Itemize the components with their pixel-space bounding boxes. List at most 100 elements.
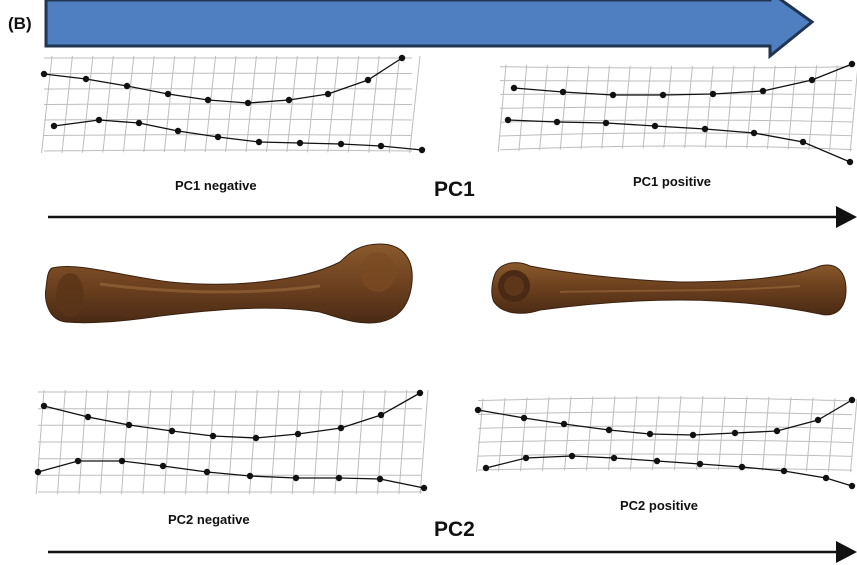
grid-line xyxy=(675,396,682,470)
landmark-point xyxy=(297,140,303,146)
banner-arrow xyxy=(46,0,812,56)
landmark-point xyxy=(760,88,766,94)
landmark-point xyxy=(561,421,567,427)
grid-line xyxy=(478,468,852,470)
landmark-point xyxy=(847,159,853,165)
landmark-point xyxy=(253,435,259,441)
landmark-point xyxy=(325,91,331,97)
landmark-point xyxy=(75,458,81,464)
landmark-point xyxy=(560,89,566,95)
grid-line xyxy=(500,107,852,108)
landmark-point xyxy=(160,463,166,469)
landmark-point xyxy=(511,85,517,91)
landmark-point xyxy=(336,475,342,481)
landmark-point xyxy=(606,427,612,433)
landmark-curve xyxy=(508,120,850,162)
bone-image-right xyxy=(492,263,846,315)
landmark-point xyxy=(215,134,221,140)
landmark-point xyxy=(247,473,253,479)
grid-line xyxy=(565,397,572,471)
grid-line xyxy=(697,396,704,470)
grid-line xyxy=(741,397,748,471)
landmark-point xyxy=(165,91,171,97)
landmark-point xyxy=(51,123,57,129)
landmark-point xyxy=(41,403,47,409)
bone-image-left xyxy=(46,244,413,323)
grid-line xyxy=(44,104,412,105)
landmark-point xyxy=(523,455,529,461)
landmark-point xyxy=(815,417,821,423)
landmark-point xyxy=(421,485,427,491)
landmark-point xyxy=(849,61,855,67)
landmark-curve xyxy=(38,461,424,488)
grid-line xyxy=(851,399,857,472)
landmark-point xyxy=(419,147,425,153)
grid-line xyxy=(763,397,770,471)
landmark-point xyxy=(378,412,384,418)
grid-line xyxy=(587,396,594,470)
grid-line xyxy=(785,397,792,471)
landmark-point xyxy=(41,71,47,77)
pc2-title: PC2 xyxy=(434,518,475,542)
landmark-point xyxy=(781,468,787,474)
landmark-point xyxy=(204,469,210,475)
landmark-point xyxy=(169,428,175,434)
landmark-point xyxy=(774,428,780,434)
landmark-curve xyxy=(478,400,852,435)
landmark-point xyxy=(697,461,703,467)
grid-line xyxy=(500,67,852,68)
grid-line xyxy=(478,412,852,415)
landmark-point xyxy=(710,91,716,97)
landmark-point xyxy=(521,415,527,421)
landmark-point xyxy=(338,425,344,431)
landmark-point xyxy=(293,475,299,481)
pc1-positive-label: PC1 positive xyxy=(633,174,711,189)
grid-line xyxy=(478,398,852,401)
grid-line xyxy=(478,454,852,456)
landmark-point xyxy=(175,128,181,134)
landmark-point xyxy=(809,77,815,83)
grid-line xyxy=(543,397,550,471)
landmark-point xyxy=(690,432,696,438)
landmark-point xyxy=(365,77,371,83)
landmark-point xyxy=(136,120,142,126)
pc1-negative-label: PC1 negative xyxy=(175,178,257,193)
landmark-point xyxy=(119,458,125,464)
landmark-point xyxy=(569,453,575,459)
landmark-point xyxy=(739,464,745,470)
landmark-point xyxy=(85,414,91,420)
landmark-point xyxy=(800,139,806,145)
pc1-axis-arrow xyxy=(48,206,857,228)
landmark-point xyxy=(399,55,405,61)
landmark-point xyxy=(475,407,481,413)
pc2-negative-label: PC2 negative xyxy=(168,512,250,527)
grid-line xyxy=(807,398,814,472)
landmark-point xyxy=(751,130,757,136)
landmark-point xyxy=(654,458,660,464)
landmark-point xyxy=(126,422,132,428)
landmark-point xyxy=(652,123,658,129)
landmark-point xyxy=(554,119,560,125)
grid-line xyxy=(829,398,836,471)
landmark-point xyxy=(338,141,344,147)
pc1-title: PC1 xyxy=(434,178,475,202)
landmark-curve xyxy=(486,456,852,486)
landmark-point xyxy=(295,431,301,437)
landmark-point xyxy=(610,92,616,98)
pc2-axis-arrow xyxy=(48,541,857,563)
landmark-point xyxy=(377,476,383,482)
landmark-curve xyxy=(44,58,402,103)
landmark-point xyxy=(732,430,738,436)
pc2-positive-label: PC2 positive xyxy=(620,498,698,513)
landmark-point xyxy=(483,465,489,471)
grid-line xyxy=(44,150,412,151)
grid-line xyxy=(500,146,852,150)
landmark-point xyxy=(35,469,41,475)
grid-line xyxy=(478,440,852,443)
grid-line xyxy=(499,398,506,472)
landmark-point xyxy=(124,83,130,89)
landmark-point xyxy=(702,126,708,132)
landmark-point xyxy=(210,433,216,439)
landmark-point xyxy=(849,483,855,489)
